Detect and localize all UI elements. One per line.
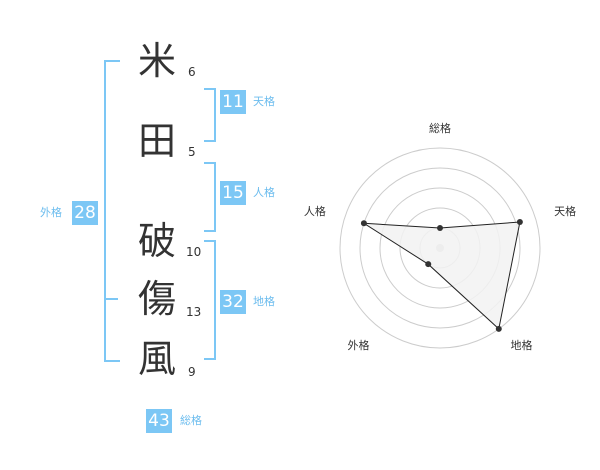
gaikaku-value: 28 — [72, 201, 98, 225]
radar-grid-ring-4 — [359, 167, 521, 329]
jinkaku-bracket — [204, 162, 216, 232]
radar-point-2 — [516, 219, 523, 226]
tenkaku-value: 11 — [220, 90, 246, 114]
gaikaku-bracket — [104, 60, 120, 362]
stroke-count-2: 5 — [188, 145, 196, 159]
jinkaku-value: 15 — [220, 181, 246, 205]
chikaku-bracket — [204, 240, 216, 360]
radar-axis-label-5: 人格 — [304, 204, 326, 218]
chikaku-label: 地格 — [253, 295, 275, 308]
jinkaku-label: 人格 — [253, 186, 275, 199]
gaikaku-label: 外格 — [40, 206, 62, 219]
soukaku-value: 43 — [146, 409, 172, 433]
radar-axis-label-1: 総格 — [429, 121, 451, 135]
stroke-count-1: 6 — [188, 65, 196, 79]
tenkaku-bracket — [204, 88, 216, 142]
radar-point-1 — [437, 225, 443, 231]
name-char-1: 米 — [138, 39, 177, 83]
radar-axis-label-4: 外格 — [348, 338, 370, 352]
radar-axis-label-2: 天格 — [554, 204, 576, 218]
radar-grid-ring-5 — [339, 147, 541, 349]
radar-point-4 — [425, 261, 432, 268]
name-char-3: 破 — [138, 219, 177, 263]
stroke-count-5: 9 — [188, 365, 196, 379]
radar-axis-label-3: 地格 — [511, 338, 533, 352]
stroke-count-4: 13 — [186, 305, 202, 319]
soukaku-label: 総格 — [180, 414, 202, 427]
chikaku-value: 32 — [220, 290, 246, 314]
radar-series-area — [363, 221, 521, 330]
gaikaku-bracket-divider — [104, 298, 118, 300]
name-char-4: 傷 — [138, 277, 177, 321]
name-char-5: 風 — [138, 337, 177, 381]
tenkaku-label: 天格 — [253, 95, 275, 108]
stroke-count-3: 10 — [186, 245, 202, 259]
radar-point-3 — [495, 325, 502, 332]
radar-point-5 — [360, 220, 367, 227]
name-char-2: 田 — [138, 119, 177, 163]
